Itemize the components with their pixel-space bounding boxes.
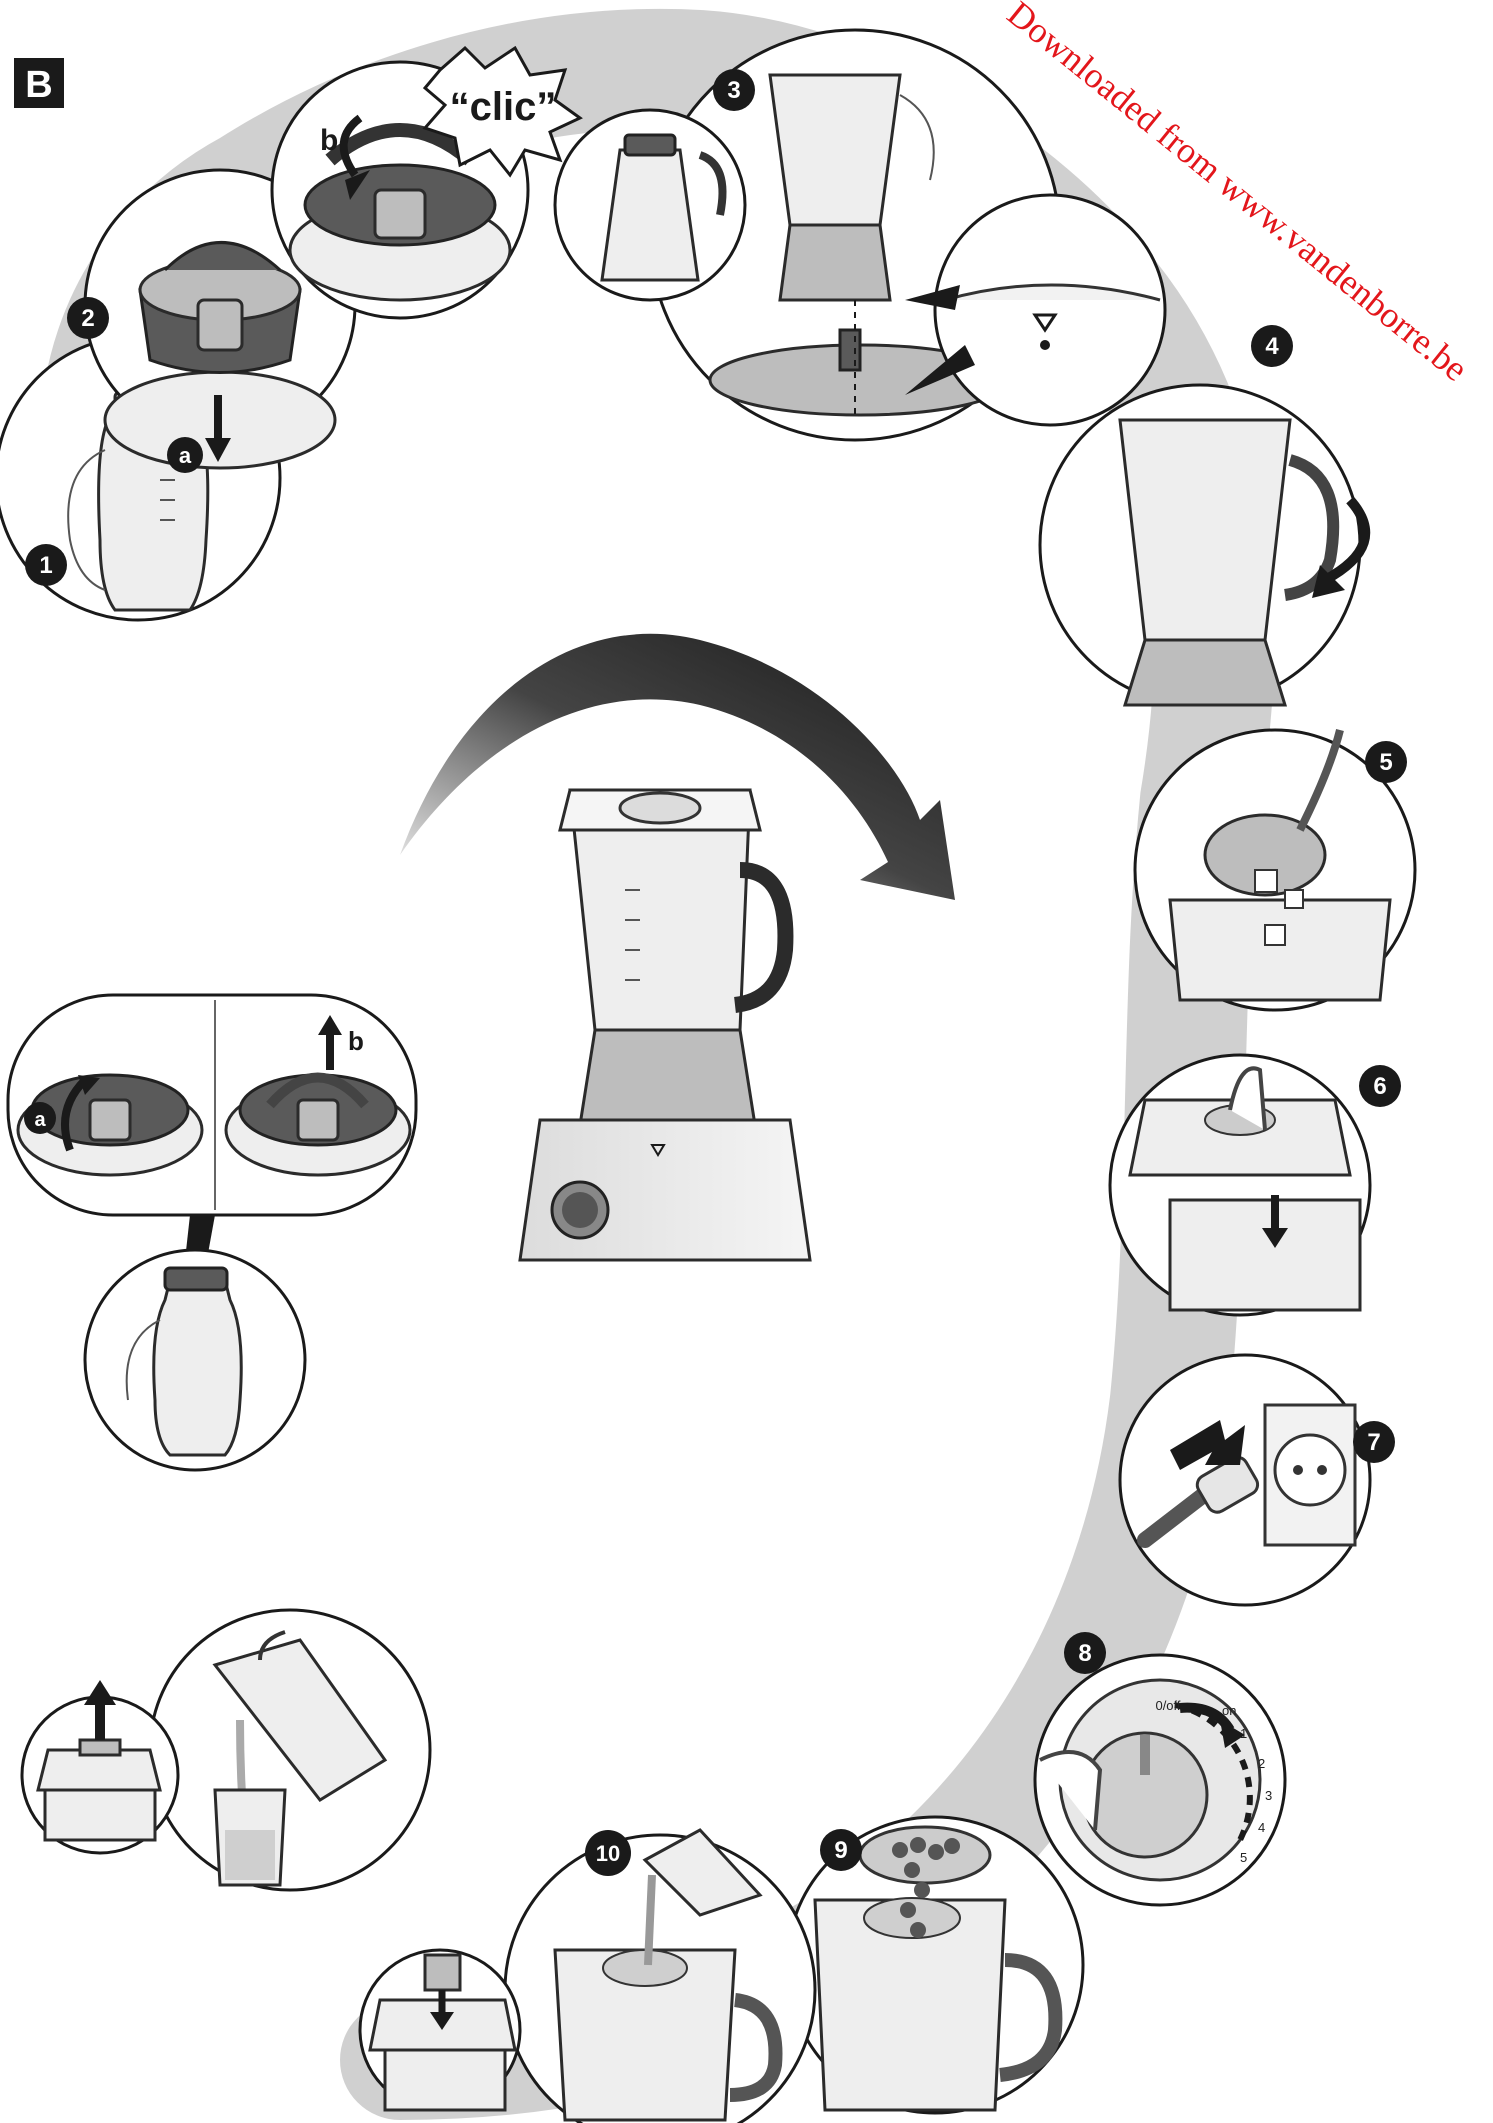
- central-blender: [518, 788, 812, 1262]
- step-number-3: 3: [727, 77, 740, 104]
- step-8-illustration: 0/off on 1 2 3 4 5: [1033, 1653, 1287, 1907]
- dial-speed-5: 5: [1240, 1850, 1247, 1865]
- step-3-inset-jug: [553, 108, 747, 302]
- step-badge-5: 5: [1365, 741, 1407, 783]
- dial-speed-3: 3: [1265, 1788, 1272, 1803]
- step-5-illustration: [1133, 728, 1417, 1012]
- step-badge-8: 8: [1064, 1632, 1106, 1674]
- step-badge-1: 1: [25, 544, 67, 586]
- dial-speed-4: 4: [1258, 1820, 1265, 1835]
- step-badge-2: 2: [67, 297, 109, 339]
- callout-pointer-3b: [905, 345, 975, 395]
- disassembly-sub-a: a: [34, 1109, 46, 1131]
- step-2-illustration: a: [83, 168, 357, 473]
- dial-speed-1: 1: [1240, 1726, 1247, 1741]
- step-10-inset-lid: [358, 1948, 522, 2112]
- step-badge-10: 10: [585, 1830, 631, 1876]
- dial-speed-2: 2: [1258, 1756, 1265, 1771]
- serve-illustration: [148, 1608, 432, 1892]
- callout-pointer-3a: [905, 285, 960, 310]
- dial-on-label: on: [1222, 1703, 1236, 1718]
- step-number-4: 4: [1265, 333, 1279, 360]
- step-7-illustration: [1118, 1353, 1372, 1607]
- rotation-arrow: [400, 633, 955, 900]
- step-2b-sub-b: b: [320, 124, 338, 157]
- step-number-1: 1: [39, 552, 52, 579]
- section-label-badge: B: [14, 58, 64, 108]
- step-10-illustration: [503, 1828, 817, 2123]
- clic-burst: “clic”: [422, 45, 583, 178]
- step-badge-9: 9: [820, 1829, 862, 1871]
- disassembly-sub-b: b: [348, 1026, 364, 1056]
- step-4-illustration: [1038, 383, 1371, 707]
- disassembly-panel: a b: [6, 993, 418, 1217]
- step-badge-6: 6: [1359, 1065, 1401, 1107]
- step-badge-7: 7: [1353, 1421, 1395, 1463]
- lid-removal-illustration: [20, 1680, 180, 1855]
- step-2-sub-a: a: [179, 443, 192, 468]
- step-number-9: 9: [834, 1837, 847, 1864]
- step-number-5: 5: [1379, 749, 1392, 776]
- section-label: B: [25, 64, 52, 106]
- step-number-6: 6: [1373, 1073, 1386, 1100]
- disassembly-jug: [83, 1248, 307, 1472]
- step-6-illustration: [1108, 1053, 1372, 1317]
- step-number-8: 8: [1078, 1640, 1091, 1667]
- step-number-2: 2: [81, 305, 94, 332]
- step-number-7: 7: [1367, 1429, 1380, 1456]
- step-3-inset-detail: [933, 193, 1167, 427]
- step-badge-4: 4: [1251, 325, 1293, 367]
- dial-off-label: 0/off: [1155, 1698, 1180, 1713]
- step-badge-3: 3: [713, 69, 755, 111]
- clic-sound-label: “clic”: [450, 85, 557, 129]
- step-number-10: 10: [596, 1841, 620, 1866]
